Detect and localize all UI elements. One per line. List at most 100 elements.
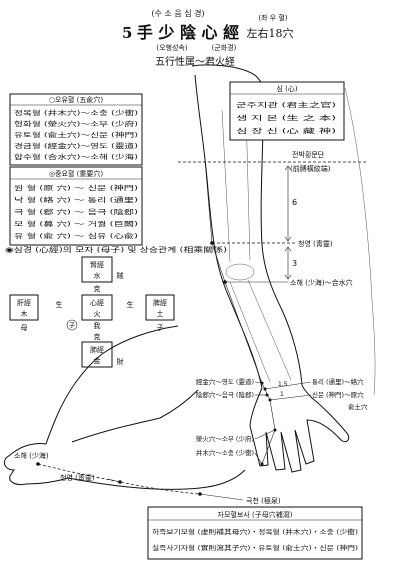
important-item: 낙 혈 (絡 穴) ～ 통리 (通里)	[14, 195, 138, 204]
relation-left-role: 母	[21, 324, 28, 332]
five-shu-box: ○오유혈 (五兪穴) 정목혈 (井木穴)～소충 (少衝) 형화혈 (滎火穴)～소…	[9, 93, 143, 166]
fire-korean: (군화경)	[212, 43, 237, 52]
relation-header: ◉심경 (心經)의 모자 (母子) 및 상승관계 (相乘關係)	[5, 245, 227, 254]
hand-outline	[249, 384, 350, 473]
five-shu-item: 형화혈 (滎火穴)～소부 (少府)	[14, 119, 138, 128]
title-hanja: 手 少 陰 心 經	[137, 23, 239, 42]
shu-earth-label: 兪土穴	[348, 402, 368, 411]
shenmen-label: 신문 (神門)～原穴	[312, 390, 364, 399]
title-block: (수 소 음 심 경) 5 手 少 陰 心 經 (좌 우 혈) 左右18穴 (오…	[122, 8, 294, 68]
left-arm-inner-outline	[71, 417, 161, 443]
elbow-bone	[225, 263, 255, 281]
five-shu-item: 경금혈 (經金穴)～영도 (靈道)	[14, 141, 138, 150]
five-shu-item: 합수혈 (合水穴)～소해 (少海)	[14, 152, 138, 161]
dimension-upper	[284, 165, 292, 242]
heart-frame	[229, 81, 345, 141]
title-number: 5	[122, 24, 132, 42]
important-header: ◎중요혈 (重要穴)	[49, 169, 103, 178]
left-qingling-label: 청영 (靑靈)	[60, 473, 95, 482]
count-label: 左右18穴	[247, 26, 294, 40]
five-shu-header: ○오유혈 (五兪穴)	[49, 95, 103, 104]
important-item: 원 혈 (原 穴) ～ 신문 (神門)	[14, 183, 138, 192]
tongli-leader	[264, 381, 312, 390]
left-arm-lower-outline	[67, 469, 246, 490]
relation-bottom-meridian: 肺經	[90, 345, 104, 354]
relation-control-upper: 克	[94, 285, 101, 293]
five-shu-item: 유토혈 (兪土穴)～신문 (神門)	[14, 130, 138, 139]
shaochong-label: 井木穴～소충 (少衝)	[196, 448, 254, 457]
relation-bottom-mark: 財	[117, 357, 124, 366]
heart-header: 심 (心)	[276, 84, 297, 93]
qingling-label: 청영 (靑靈)	[298, 239, 333, 248]
five-shu-frame	[9, 93, 143, 166]
heart-item: 생 지 본 (生 之 本)	[236, 113, 336, 122]
heart-box: 심 (心) 군주지관 (君主之官) 생 지 본 (生 之 本) 심 장 신 (心…	[229, 81, 345, 141]
lingdao-label: 經金穴～영도 (靈道)	[196, 377, 254, 386]
torso-outline	[344, 87, 376, 396]
relation-center-meridian: 心經	[90, 298, 104, 307]
relation-right-role: 子	[157, 324, 164, 332]
relation-top-meridian: 腎經	[90, 260, 104, 269]
five-shu-item: 정목혈 (井木穴)～소충 (少衝)	[14, 108, 138, 117]
relation-top-box	[81, 256, 113, 283]
hand-labels: 經金穴～영도 (靈道) 陰郄穴～음극 (陰郄) 1.5 1 통리 (通里)～絡穴…	[196, 377, 368, 465]
forearm-crease-hanja: (前膊橫紋端)	[290, 164, 331, 173]
relation-bottom-box	[81, 341, 113, 368]
left-shaohai-label: 소해 (少海)	[14, 451, 49, 460]
relation-generate-left: 生	[56, 300, 63, 309]
left-jiquan-leader	[199, 493, 244, 501]
forearm-bones	[229, 279, 292, 383]
forearm-crease-korean: 전박횡문단	[292, 150, 325, 159]
important-points-box: ◎중요혈 (重要穴) 원 혈 (原 穴) ～ 신문 (神門) 낙 혈 (絡 穴)…	[9, 166, 143, 246]
left-arm-figure: 소해 (少海) 청영 (靑靈) 극천 (極泉)	[3, 325, 281, 505]
relation-top-mark: 賊	[117, 271, 124, 280]
important-item: 모 혈 (募 穴) ～ 거궐 (巨闕)	[14, 219, 138, 228]
left-hand-outline	[3, 443, 69, 485]
tonify-sedate-box: 자모혈보사 (子母穴補瀉) 허즉보기모혈 (虛則補其母穴)・정목혈 (井木穴)・…	[147, 506, 363, 560]
relation-center-circle: 子	[69, 323, 75, 330]
dimension-wrist-b: 1	[280, 391, 284, 398]
relation-center-circle-mark	[66, 319, 78, 331]
relation-top-element: 水	[94, 271, 101, 280]
left-arm-meridian-line	[37, 463, 201, 495]
heart-item: 심 장 신 (心 藏 神)	[236, 126, 336, 135]
arm-medial-outline	[194, 74, 263, 389]
relation-center-box	[81, 294, 113, 321]
left-acupoint-shaohai	[36, 462, 40, 466]
relation-left-element: 木	[21, 309, 28, 318]
tongli-label: 통리 (通里)～絡穴	[312, 377, 364, 386]
left-qingling-leader	[107, 478, 121, 483]
dimension-upper-value: 6	[292, 198, 297, 207]
shaohai-label: 소해 (少海)～合水穴	[290, 278, 353, 287]
relation-center-element: 火	[94, 310, 101, 318]
relation-control-lower: 克	[94, 333, 101, 341]
dimension-lower-value: 3	[292, 259, 297, 268]
tonify-frame	[147, 506, 363, 560]
lingdao-leader	[254, 381, 263, 384]
important-item: 극 혈 (郄 穴) ～ 음극 (陰郄)	[14, 207, 138, 216]
heart-item: 군주지관 (君主之官)	[236, 100, 336, 109]
relation-generate-right: 生	[127, 300, 134, 309]
shaofu-label: 滎火穴～소부 (少府)	[196, 434, 254, 443]
left-armpit-outline	[159, 389, 199, 419]
count-korean: (좌 우 혈)	[258, 13, 288, 22]
left-jiquan-label: 극천 (極泉)	[246, 496, 281, 505]
shaochong-leader	[254, 452, 263, 465]
dimension-wrist-a: 1.5	[278, 381, 288, 388]
relation-diagram: ◉심경 (心經)의 모자 (母子) 및 상승관계 (相乘關係) 腎經 水 賊 克…	[5, 245, 227, 368]
important-item: 유 혈 (兪 穴) ～ 심유 (心兪)	[14, 231, 138, 240]
important-frame	[9, 166, 143, 246]
relation-right-element: 土	[157, 309, 164, 318]
relation-right-meridian: 脾經	[153, 298, 167, 307]
arm-lateral-outline	[260, 129, 303, 386]
tonify-item: 허즉보기모혈 (虛則補其母穴)・정목혈 (井木穴)・소충 (少衝)	[152, 527, 358, 536]
tonify-item: 실즉사기자혈 (實則瀉其子穴)・유토혈 (兪土穴)・신문 (神門)	[152, 543, 358, 552]
dimension-lower	[284, 246, 292, 280]
relation-center-role: 我	[94, 321, 101, 330]
relation-left-meridian: 肝經	[17, 298, 31, 307]
title-korean: (수 소 음 심 경)	[151, 8, 204, 18]
relation-left-box	[9, 294, 39, 321]
relation-bottom-element: 金	[94, 356, 101, 365]
meridian-line	[204, 159, 276, 465]
